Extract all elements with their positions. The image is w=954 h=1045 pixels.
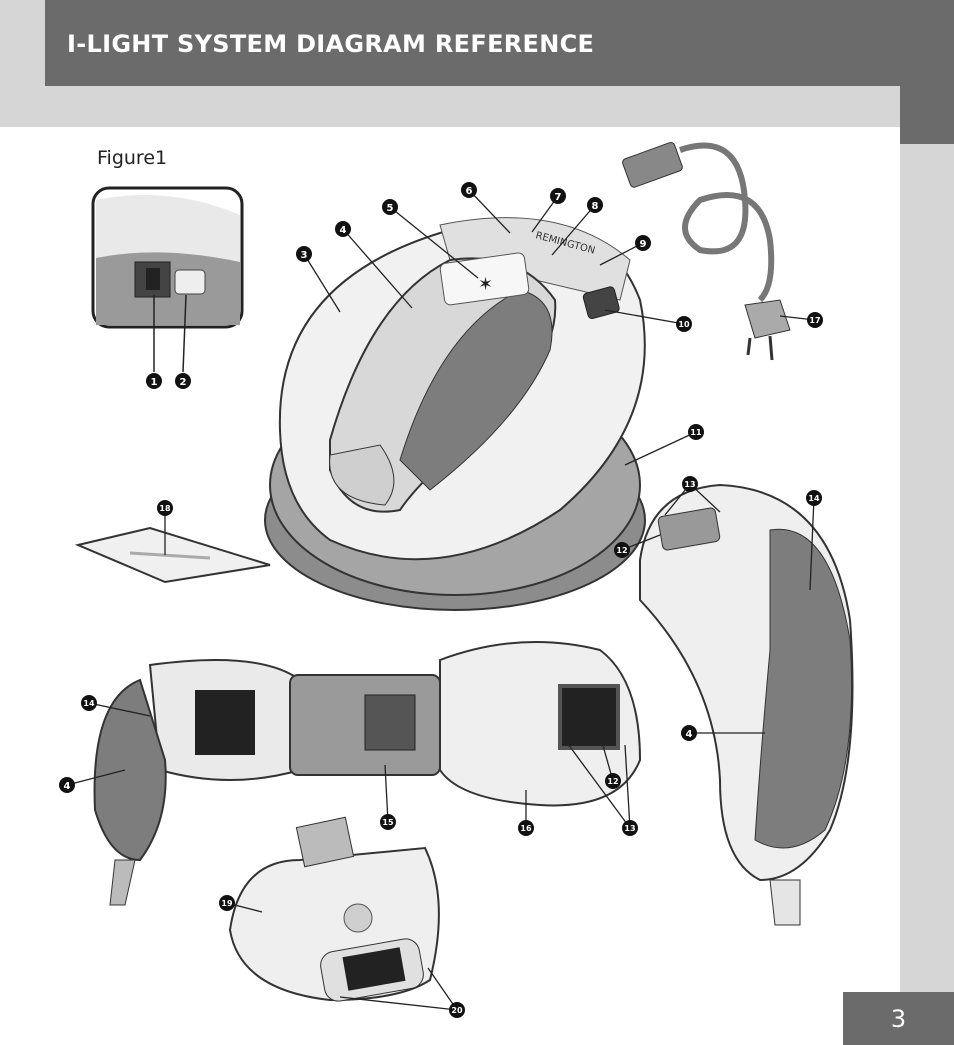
svg-text:4: 4 xyxy=(64,781,71,792)
callout-20: 20 xyxy=(449,1002,465,1018)
svg-text:4: 4 xyxy=(340,225,347,236)
svg-text:✶: ✶ xyxy=(478,274,493,295)
attachment xyxy=(228,816,440,1002)
callout-12b: 12 xyxy=(605,773,621,789)
svg-text:13: 13 xyxy=(624,824,635,833)
side-tab-light xyxy=(900,144,954,992)
callout-6: 6 xyxy=(461,182,477,198)
svg-text:2: 2 xyxy=(180,377,187,388)
svg-text:4: 4 xyxy=(686,729,693,740)
svg-text:1: 1 xyxy=(151,377,158,388)
svg-text:14: 14 xyxy=(808,494,820,503)
callout-16: 16 xyxy=(518,820,534,836)
callout-10: 10 xyxy=(676,316,692,332)
callout-17: 17 xyxy=(807,312,823,328)
callout-14b: 14 xyxy=(81,695,97,711)
page-number: 3 xyxy=(843,992,954,1045)
callout-14a: 14 xyxy=(806,490,822,506)
callout-4c: 4 xyxy=(681,725,697,741)
callout-12a: 12 xyxy=(614,542,630,558)
svg-text:18: 18 xyxy=(159,504,171,513)
handpiece-right xyxy=(639,483,854,926)
callout-5: 5 xyxy=(382,199,398,215)
base-unit: REMINGTON ✶ xyxy=(264,217,646,611)
svg-text:8: 8 xyxy=(592,201,599,212)
callout-19: 19 xyxy=(219,895,235,911)
handpiece-open xyxy=(93,659,441,906)
callout-2: 2 xyxy=(175,373,191,389)
cleaning-cloth xyxy=(74,526,271,584)
svg-text:3: 3 xyxy=(301,250,308,261)
svg-text:17: 17 xyxy=(809,316,820,325)
callout-7: 7 xyxy=(550,188,566,204)
callout-8: 8 xyxy=(587,197,603,213)
svg-text:19: 19 xyxy=(221,899,233,908)
switch-inset xyxy=(91,186,244,373)
callout-13b: 13 xyxy=(622,820,638,836)
svg-text:10: 10 xyxy=(678,320,690,329)
figure-label: Figure1 xyxy=(97,147,168,169)
svg-text:16: 16 xyxy=(520,824,532,833)
callout-4: 4 xyxy=(335,221,351,237)
title-bar: I-LIGHT SYSTEM DIAGRAM REFERENCE xyxy=(45,0,954,86)
power-cord xyxy=(622,141,791,361)
svg-text:20: 20 xyxy=(451,1006,463,1015)
callout-markers: 1 2 3 4 5 6 7 8 9 10 11 12 13 14 17 18 1… xyxy=(59,182,823,1018)
svg-text:12: 12 xyxy=(616,546,627,555)
svg-text:5: 5 xyxy=(387,203,394,214)
svg-text:13: 13 xyxy=(684,480,695,489)
callout-18: 18 xyxy=(157,500,173,516)
callout-1: 1 xyxy=(146,373,162,389)
svg-text:12: 12 xyxy=(607,777,618,786)
svg-text:11: 11 xyxy=(690,428,702,437)
lamp-cartridge xyxy=(439,641,642,807)
side-tab-dark xyxy=(900,86,954,144)
svg-text:7: 7 xyxy=(555,192,562,203)
callout-15: 15 xyxy=(380,814,396,830)
callout-3: 3 xyxy=(296,246,312,262)
svg-text:15: 15 xyxy=(382,818,394,827)
callout-11: 11 xyxy=(688,424,704,440)
page-title: I-LIGHT SYSTEM DIAGRAM REFERENCE xyxy=(67,30,595,58)
svg-text:9: 9 xyxy=(640,239,647,250)
svg-text:14: 14 xyxy=(83,699,95,708)
svg-text:6: 6 xyxy=(466,186,473,197)
callout-9: 9 xyxy=(635,235,651,251)
callout-13a: 13 xyxy=(682,476,698,492)
callout-4b: 4 xyxy=(59,777,75,793)
